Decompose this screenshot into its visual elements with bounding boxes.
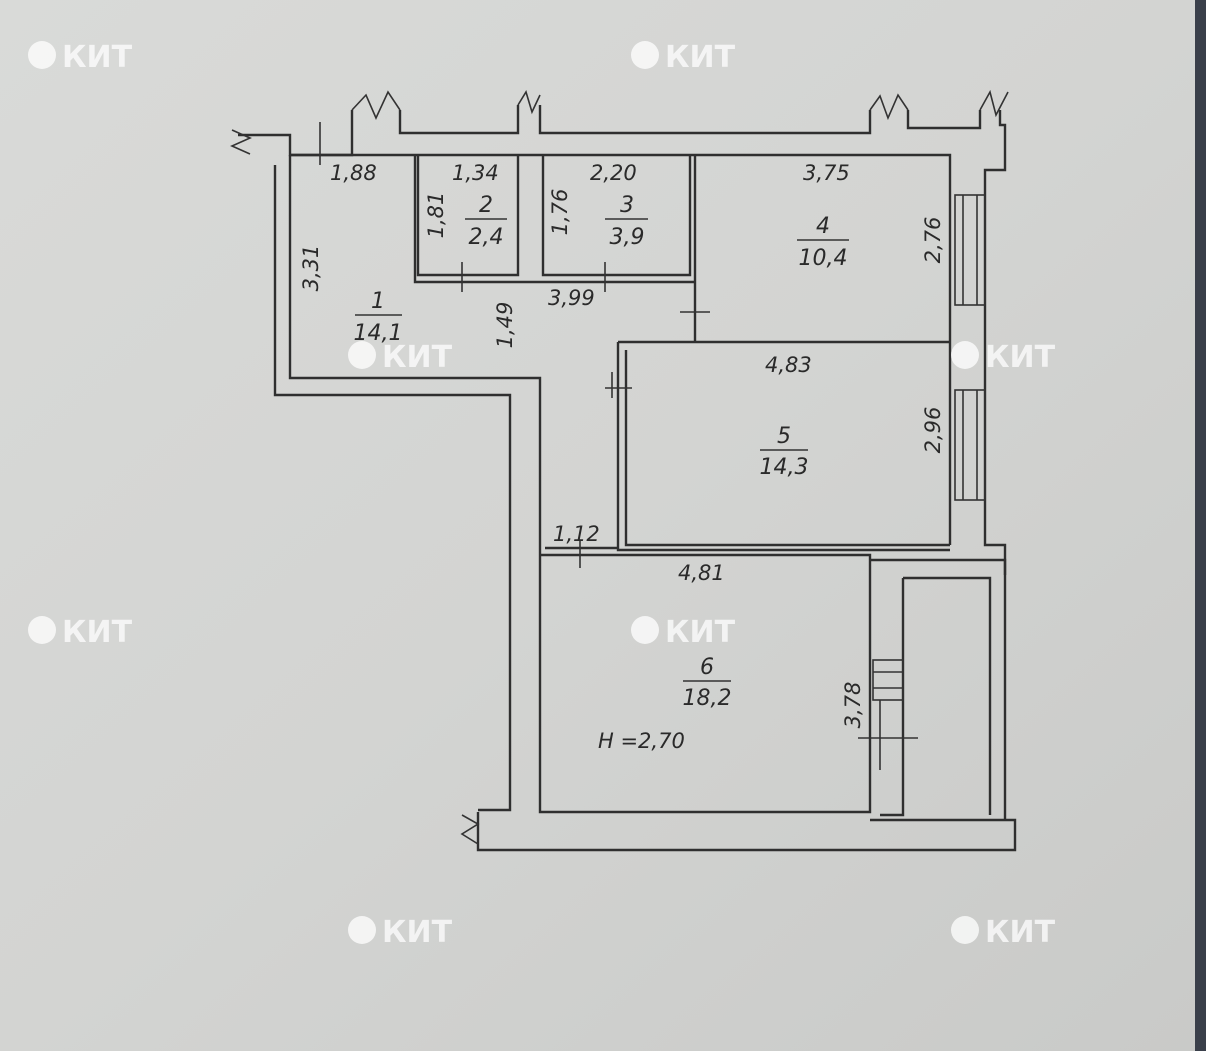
dim-r2-height: 1,81 bbox=[424, 192, 448, 239]
svg-text:КИТ: КИТ bbox=[665, 40, 736, 75]
dim-hall-length: 3,99 bbox=[548, 286, 595, 310]
room-number: 6 bbox=[700, 655, 714, 680]
dim-r3-width: 2,20 bbox=[590, 161, 637, 185]
svg-text:КИТ: КИТ bbox=[985, 915, 1056, 950]
watermark: КИТ bbox=[951, 915, 1056, 950]
room-area: 14,3 bbox=[760, 455, 809, 480]
room-area: 2,4 bbox=[469, 225, 504, 250]
table-edge bbox=[1195, 0, 1206, 1051]
room-number: 5 bbox=[777, 424, 791, 449]
dim-r3-height: 1,76 bbox=[548, 189, 572, 236]
walls bbox=[230, 89, 1017, 852]
room-area: 18,2 bbox=[683, 686, 732, 711]
dim-r6-width: 4,81 bbox=[678, 561, 725, 585]
watermarks: КИТ КИТ КИТ КИТ КИТ КИТ КИТ КИТ bbox=[28, 40, 1056, 950]
watermark: КИТ bbox=[348, 340, 453, 375]
svg-text:КИТ: КИТ bbox=[62, 615, 133, 650]
room-number: 4 bbox=[816, 214, 830, 239]
watermark: КИТ bbox=[348, 915, 453, 950]
dim-r1-height: 3,31 bbox=[299, 245, 323, 292]
room-area: 3,9 bbox=[610, 225, 645, 250]
watermark: КИТ bbox=[28, 40, 133, 75]
room-number: 3 bbox=[620, 193, 634, 218]
watermark: КИТ bbox=[951, 340, 1056, 375]
svg-text:КИТ: КИТ bbox=[985, 340, 1056, 375]
dim-passage-width: 1,12 bbox=[553, 522, 600, 546]
dim-r5-height: 2,96 bbox=[921, 407, 945, 454]
svg-text:КИТ: КИТ bbox=[382, 340, 453, 375]
svg-text:КИТ: КИТ bbox=[62, 40, 133, 75]
room-2-label: 2 2,4 bbox=[465, 193, 507, 250]
dim-r6-height: 3,78 bbox=[841, 682, 865, 729]
room-number: 1 bbox=[371, 289, 385, 314]
dim-r4-height: 2,76 bbox=[921, 217, 945, 264]
room-6-label: 6 18,2 bbox=[683, 655, 732, 711]
room-labels: 1 14,1 2 2,4 3 3,9 4 10,4 5 14,3 6 18,2 bbox=[354, 193, 849, 711]
dim-r1-width: 1,88 bbox=[330, 161, 377, 185]
svg-text:КИТ: КИТ bbox=[665, 615, 736, 650]
dim-r2-width: 1,34 bbox=[452, 161, 499, 185]
dim-corridor-width: 1,49 bbox=[493, 302, 517, 349]
room-3-label: 3 3,9 bbox=[605, 193, 648, 250]
dimension-labels: 1,88 3,31 1,49 1,34 1,81 2,20 1,76 3,99 … bbox=[299, 161, 945, 753]
watermark: КИТ bbox=[631, 40, 736, 75]
room-5-label: 5 14,3 bbox=[760, 424, 809, 480]
watermark: КИТ bbox=[631, 615, 736, 650]
room-4-label: 4 10,4 bbox=[797, 214, 849, 271]
watermark: КИТ bbox=[28, 615, 133, 650]
svg-text:КИТ: КИТ bbox=[382, 915, 453, 950]
dim-r5-width: 4,83 bbox=[765, 353, 812, 377]
room-number: 2 bbox=[479, 193, 493, 218]
dim-r4-width: 3,75 bbox=[803, 161, 850, 185]
room-area: 10,4 bbox=[799, 246, 848, 271]
ceiling-height: Н =2,70 bbox=[598, 729, 685, 753]
